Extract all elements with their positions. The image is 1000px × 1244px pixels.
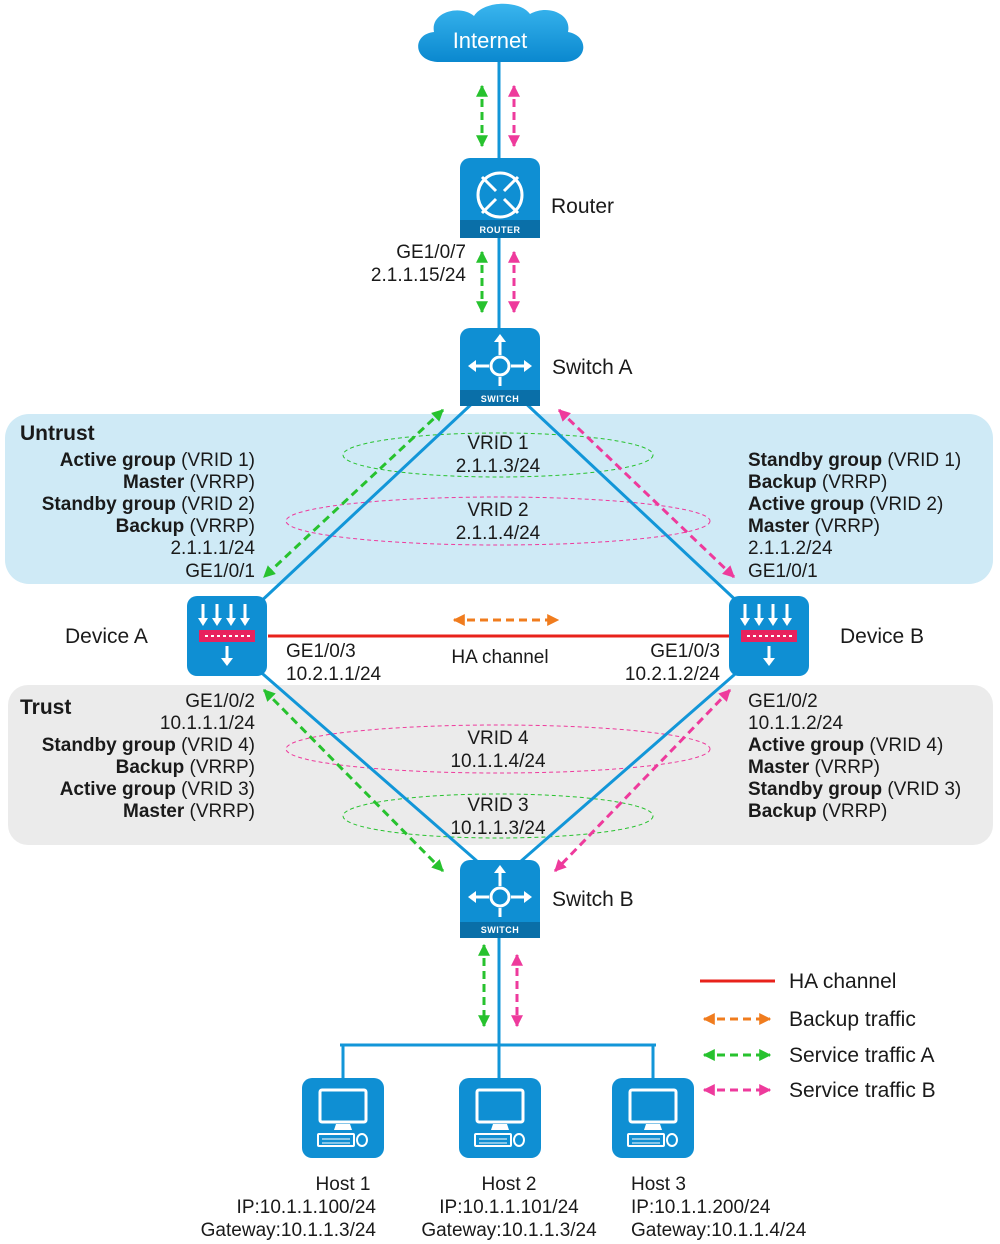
host-1-icon [302, 1078, 384, 1158]
device-a-trust-role-4: Master (VRRP) [123, 801, 255, 822]
host-2-gateway: Gateway:10.1.1.3/24 [421, 1220, 597, 1241]
device-a-untrust-role-1: Active group (VRID 1) [60, 450, 255, 471]
device-b-untrust-ip: 2.1.1.2/24 [748, 538, 833, 559]
device-b-trust-role-1: Active group (VRID 4) [748, 735, 943, 756]
legend-service-a-label: Service traffic A [789, 1044, 935, 1067]
vrid1-name: VRID 1 [467, 433, 528, 454]
device-a-untrust-port: GE1/0/1 [185, 561, 255, 582]
device-b-trust-role-3: Standby group (VRID 3) [748, 779, 961, 800]
host-2-name: Host 2 [482, 1174, 537, 1195]
device-a-untrust-role-3: Standby group (VRID 2) [42, 494, 255, 515]
legend-ha-channel-label: HA channel [789, 970, 896, 993]
device-b-untrust-role-1: Standby group (VRID 1) [748, 450, 961, 471]
trust-zone [8, 685, 993, 845]
switch-b-icon: SWITCH [460, 860, 540, 938]
router-icon-label: ROUTER [480, 225, 521, 235]
device-b-name: Device B [840, 625, 924, 648]
device-b-ha-ip: 10.2.1.2/24 [625, 664, 721, 685]
device-b-trust-role-2: Master (VRRP) [748, 757, 880, 778]
internet-label: Internet [453, 28, 528, 53]
ha-channel-label: HA channel [451, 647, 548, 668]
legend-service-b-label: Service traffic B [789, 1079, 936, 1102]
vrid4-name: VRID 4 [467, 728, 529, 749]
host-3-icon [612, 1078, 694, 1158]
switch-a-icon-label: SWITCH [481, 394, 520, 404]
vrid4-ip: 10.1.1.4/24 [450, 751, 546, 772]
switch-a-icon: SWITCH [460, 328, 540, 406]
vrid2-ip: 2.1.1.4/24 [456, 523, 541, 544]
device-b-untrust-port: GE1/0/1 [748, 561, 818, 582]
legend-backup-traffic-label: Backup traffic [789, 1008, 916, 1031]
untrust-zone-label: Untrust [20, 422, 95, 445]
host-3-gateway: Gateway:10.1.1.4/24 [631, 1220, 807, 1241]
device-b-ha-port: GE1/0/3 [650, 641, 720, 662]
switch-b-icon-label: SWITCH [481, 925, 520, 935]
device-a-trust-role-2: Backup (VRRP) [116, 757, 255, 778]
legend: HA channel Backup traffic Service traffi… [700, 970, 936, 1102]
vrid1-ip: 2.1.1.3/24 [456, 456, 541, 477]
device-b-untrust-role-3: Active group (VRID 2) [748, 494, 943, 515]
device-a-trust-ip: 10.1.1.1/24 [160, 713, 256, 734]
device-b-untrust-role-4: Master (VRRP) [748, 516, 880, 537]
device-a-untrust-role-2: Master (VRRP) [123, 472, 255, 493]
device-a-untrust-ip: 2.1.1.1/24 [170, 538, 255, 559]
host-2-icon [459, 1078, 541, 1158]
router-port: GE1/0/7 [396, 242, 466, 263]
switch-b-name: Switch B [552, 888, 634, 911]
traffic-arrows [262, 84, 736, 1028]
host-3-ip: IP:10.1.1.200/24 [631, 1197, 771, 1218]
vrid3-name: VRID 3 [467, 795, 528, 816]
device-b-trust-role-4: Backup (VRRP) [748, 801, 887, 822]
host-1-gateway: Gateway:10.1.1.3/24 [201, 1220, 377, 1241]
trust-zone-label: Trust [20, 696, 71, 719]
device-a-trust-role-3: Active group (VRID 3) [60, 779, 255, 800]
internet-cloud-icon: Internet [418, 3, 584, 62]
device-b-firewall-icon [729, 596, 809, 676]
device-b-trust-ip: 10.1.1.2/24 [748, 713, 844, 734]
device-b-trust-port: GE1/0/2 [748, 691, 818, 712]
router-ip: 2.1.1.15/24 [371, 265, 467, 286]
vrid2-name: VRID 2 [467, 500, 528, 521]
device-a-untrust-role-4: Backup (VRRP) [116, 516, 255, 537]
device-a-trust-role-1: Standby group (VRID 4) [42, 735, 255, 756]
device-a-ha-port: GE1/0/3 [286, 641, 356, 662]
router-name: Router [551, 195, 614, 218]
switch-a-name: Switch A [552, 356, 633, 379]
router-icon: ROUTER [460, 158, 540, 238]
host-3-name: Host 3 [631, 1174, 686, 1195]
device-a-firewall-icon [187, 596, 267, 676]
device-a-ha-ip: 10.2.1.1/24 [286, 664, 382, 685]
host-1-name: Host 1 [316, 1174, 371, 1195]
vrid3-ip: 10.1.1.3/24 [450, 818, 546, 839]
device-b-untrust-role-2: Backup (VRRP) [748, 472, 887, 493]
host-2-ip: IP:10.1.1.101/24 [439, 1197, 579, 1218]
host-1-ip: IP:10.1.1.100/24 [237, 1197, 377, 1218]
untrust-zone [5, 414, 993, 584]
device-a-name: Device A [65, 625, 148, 648]
device-a-trust-port: GE1/0/2 [185, 691, 255, 712]
